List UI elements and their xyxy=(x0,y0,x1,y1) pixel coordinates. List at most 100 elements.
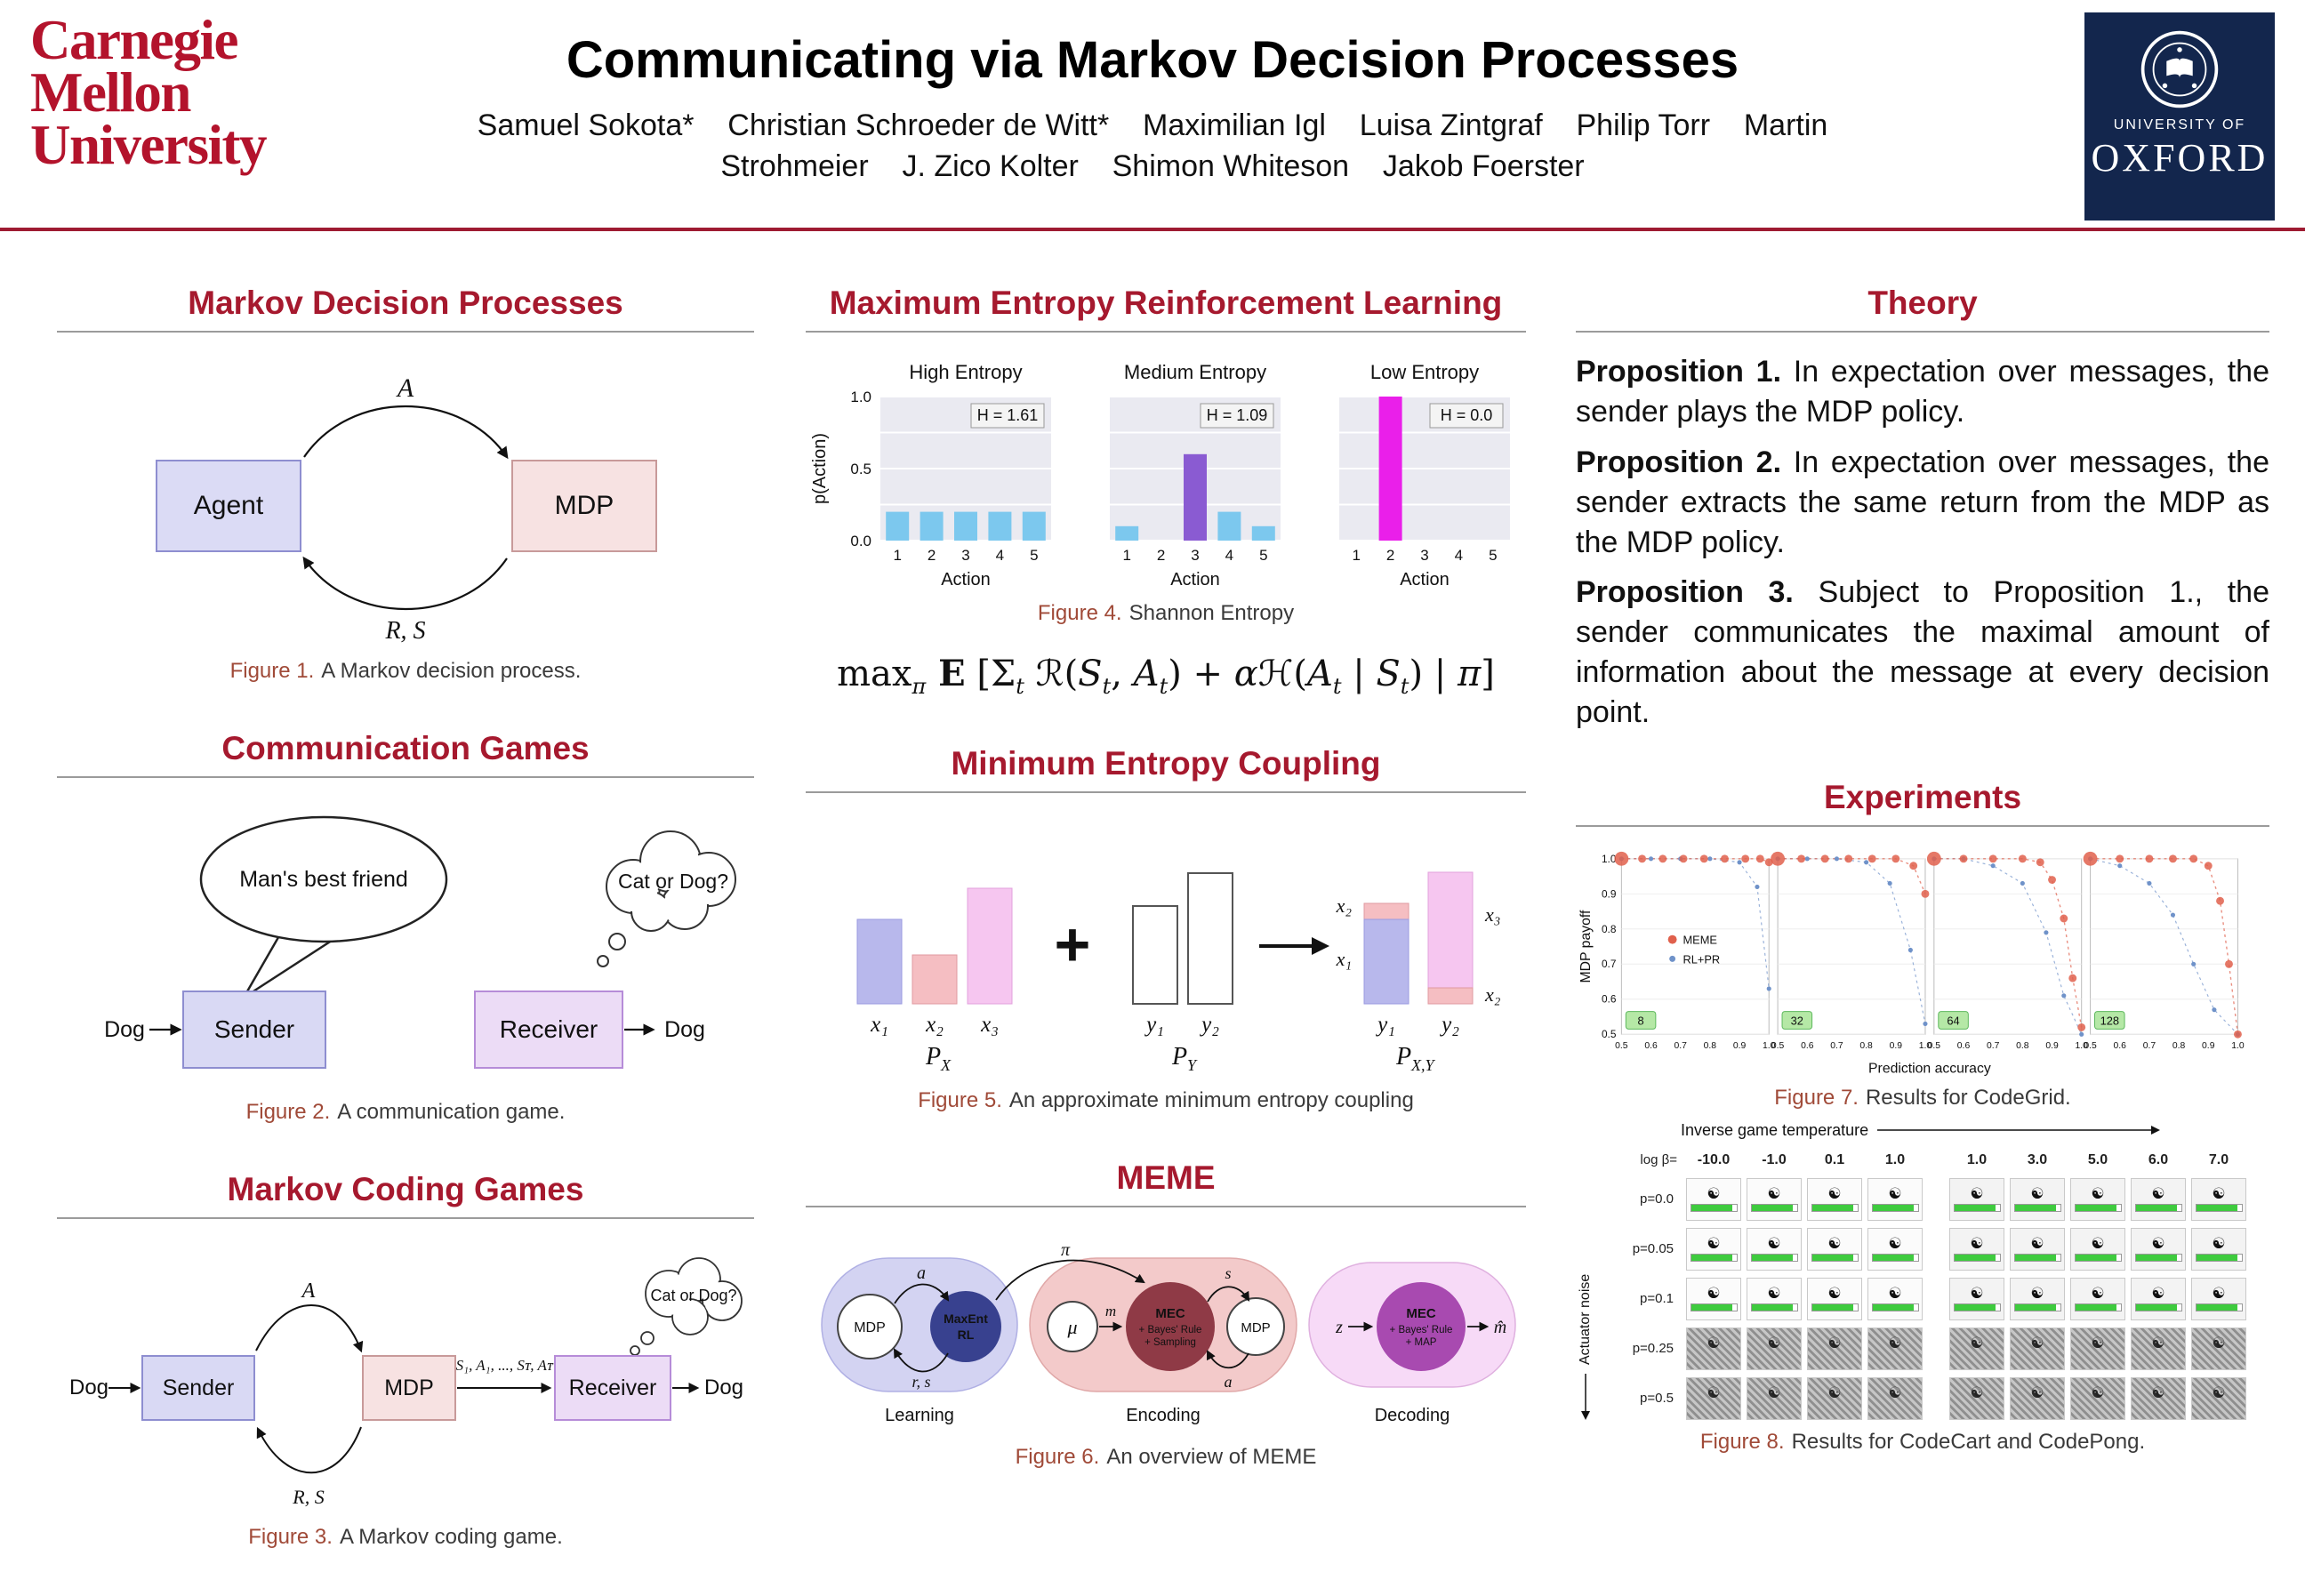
section-heading: Markov Coding Games xyxy=(227,1171,584,1207)
coupled-y2-x3-segment xyxy=(1427,871,1474,989)
score-bar-fill xyxy=(2196,1205,2238,1212)
encoding-mec-line1: MEC xyxy=(1155,1306,1185,1321)
yin-yang-icon: ☯ xyxy=(1888,1335,1902,1352)
score-bar xyxy=(2074,1204,2122,1213)
x-axis-label: Action xyxy=(1400,570,1450,589)
proposition-text: Subject to Proposition 1., the sender co… xyxy=(1576,575,2269,729)
meme-point xyxy=(2048,875,2056,884)
result-cell: ☯ xyxy=(2070,1277,2125,1320)
oxford-name: OXFORD xyxy=(2091,136,2269,180)
panel-title: High Entropy xyxy=(909,361,1022,383)
speech-text: Man's best friend xyxy=(239,867,408,892)
yin-yang-icon: ☯ xyxy=(1827,1384,1842,1402)
meme-point xyxy=(2204,862,2213,870)
yin-yang-icon: ☯ xyxy=(1767,1335,1781,1352)
section-heading: Minimum Entropy Coupling xyxy=(951,745,1381,782)
score-bar xyxy=(2013,1303,2061,1312)
meme-point xyxy=(2145,854,2154,863)
thought-cloud xyxy=(597,830,736,967)
yin-yang-icon: ☯ xyxy=(2091,1384,2105,1402)
score-bar xyxy=(1811,1254,1859,1263)
result-cell: ☯ xyxy=(1867,1327,1923,1370)
result-cell: ☯ xyxy=(1949,1376,2004,1420)
x-tick: 1 xyxy=(1122,547,1130,564)
result-cell: ☯ xyxy=(1949,1327,2004,1370)
formula-segment: t xyxy=(1159,674,1169,699)
rlpr-point xyxy=(1804,856,1810,862)
score-bar xyxy=(2195,1204,2243,1213)
result-cell: ☯ xyxy=(1747,1327,1802,1370)
score-bar-fill xyxy=(1954,1255,1996,1262)
score-bar-fill xyxy=(1811,1255,1854,1262)
action-arrow xyxy=(255,1304,364,1353)
x2-label: x₂ xyxy=(925,1013,944,1037)
section-heading: Communication Games xyxy=(221,730,590,766)
y-tick: 0.0 xyxy=(850,533,871,549)
objective-formula: maxπ E [Σt ℛ(St, At) + αℋ(At | St) | π] xyxy=(806,653,1526,699)
rs-arrow xyxy=(893,1348,949,1373)
encoding-mec-line3: + Sampling xyxy=(1144,1337,1196,1348)
score-bar xyxy=(2134,1204,2182,1213)
beta-value: 3.0 xyxy=(2027,1151,2048,1167)
sender-box xyxy=(182,990,326,1069)
score-bar-fill xyxy=(1954,1304,1996,1311)
score-bar xyxy=(1690,1254,1738,1263)
agent-label: Agent xyxy=(194,491,264,520)
dog-output-label: Dog xyxy=(704,1375,743,1400)
panel-badge xyxy=(1625,1010,1657,1030)
formula-segment: S xyxy=(1376,654,1401,694)
bar xyxy=(1251,525,1275,541)
score-bar xyxy=(1953,1254,2001,1263)
sender-label: Sender xyxy=(214,1015,294,1043)
x-tick: 0.9 xyxy=(2202,1041,2215,1051)
score-bar xyxy=(2195,1254,2243,1263)
formula-segment: t xyxy=(1016,674,1024,699)
entropy-value-box xyxy=(1200,403,1274,429)
yin-yang-icon: ☯ xyxy=(2212,1185,2226,1203)
score-bar-fill xyxy=(1954,1205,1996,1212)
a-arrow-label: a xyxy=(917,1263,926,1283)
mhat-label: m̂ xyxy=(1494,1318,1506,1337)
result-cell: ☯ xyxy=(2070,1376,2125,1420)
x-tick: 0.8 xyxy=(1704,1041,1717,1051)
x-tick: 2 xyxy=(1386,547,1394,564)
py-bar-y2 xyxy=(1187,872,1233,1005)
maxent-label-1: MaxEnt xyxy=(944,1311,988,1326)
result-cell: ☯ xyxy=(2131,1177,2186,1221)
left-column: Markov Decision Processes A R, S Agent M… xyxy=(57,285,754,1596)
noise-row-label: p=0.0 xyxy=(1640,1191,1674,1207)
figure-caption-text: An overview of MEME xyxy=(1106,1445,1317,1469)
mu-node xyxy=(1047,1301,1098,1352)
result-cell: ☯ xyxy=(2010,1177,2065,1221)
x-tick: 0.9 xyxy=(2045,1041,2059,1051)
score-bar xyxy=(2134,1254,2182,1263)
entropy-value: H = 1.61 xyxy=(977,406,1039,424)
x-tick: 0.7 xyxy=(1675,1041,1688,1051)
result-cell: ☯ xyxy=(2131,1376,2186,1420)
meme-point xyxy=(1679,854,1688,863)
arrow-right-icon xyxy=(1877,1126,2161,1135)
score-bar xyxy=(1690,1303,1738,1312)
px-bar-x1 xyxy=(856,918,903,1005)
out-y1-label: y₁ xyxy=(1375,1013,1395,1037)
yin-yang-icon: ☯ xyxy=(1888,1235,1902,1253)
stack-x3-label: x₃ xyxy=(1484,903,1500,926)
cmu-logo-line: Mellon xyxy=(30,61,191,124)
x-tick: 1 xyxy=(1352,547,1360,564)
x3-label: x₃ xyxy=(980,1013,999,1037)
x-tick: 0.5 xyxy=(1928,1041,1941,1051)
encoding-mec-line2: + Bayes' Rule xyxy=(1139,1325,1202,1335)
figure-caption-text: Shannon Entropy xyxy=(1128,601,1295,625)
score-bar xyxy=(1953,1303,2001,1312)
figure-markov-coding-game: A R, S S₁, A₁, ..., Sᴛ, Aᴛ Cat or Dog? xyxy=(69,1257,743,1508)
actuator-noise-axis: Actuator noise xyxy=(1578,1273,1594,1420)
score-bar xyxy=(2013,1254,2061,1263)
figure-caption: Figure 2.A communication game. xyxy=(57,1100,754,1125)
section-markov-decision-processes: Markov Decision Processes A R, S Agent M… xyxy=(57,285,754,684)
y-tick: 0.8 xyxy=(1602,923,1617,935)
formula-segment: A xyxy=(1133,654,1160,694)
learning-label: Learning xyxy=(885,1406,954,1425)
yin-yang-icon: ☯ xyxy=(1767,1185,1781,1203)
noise-row-label: p=0.5 xyxy=(1640,1391,1674,1407)
